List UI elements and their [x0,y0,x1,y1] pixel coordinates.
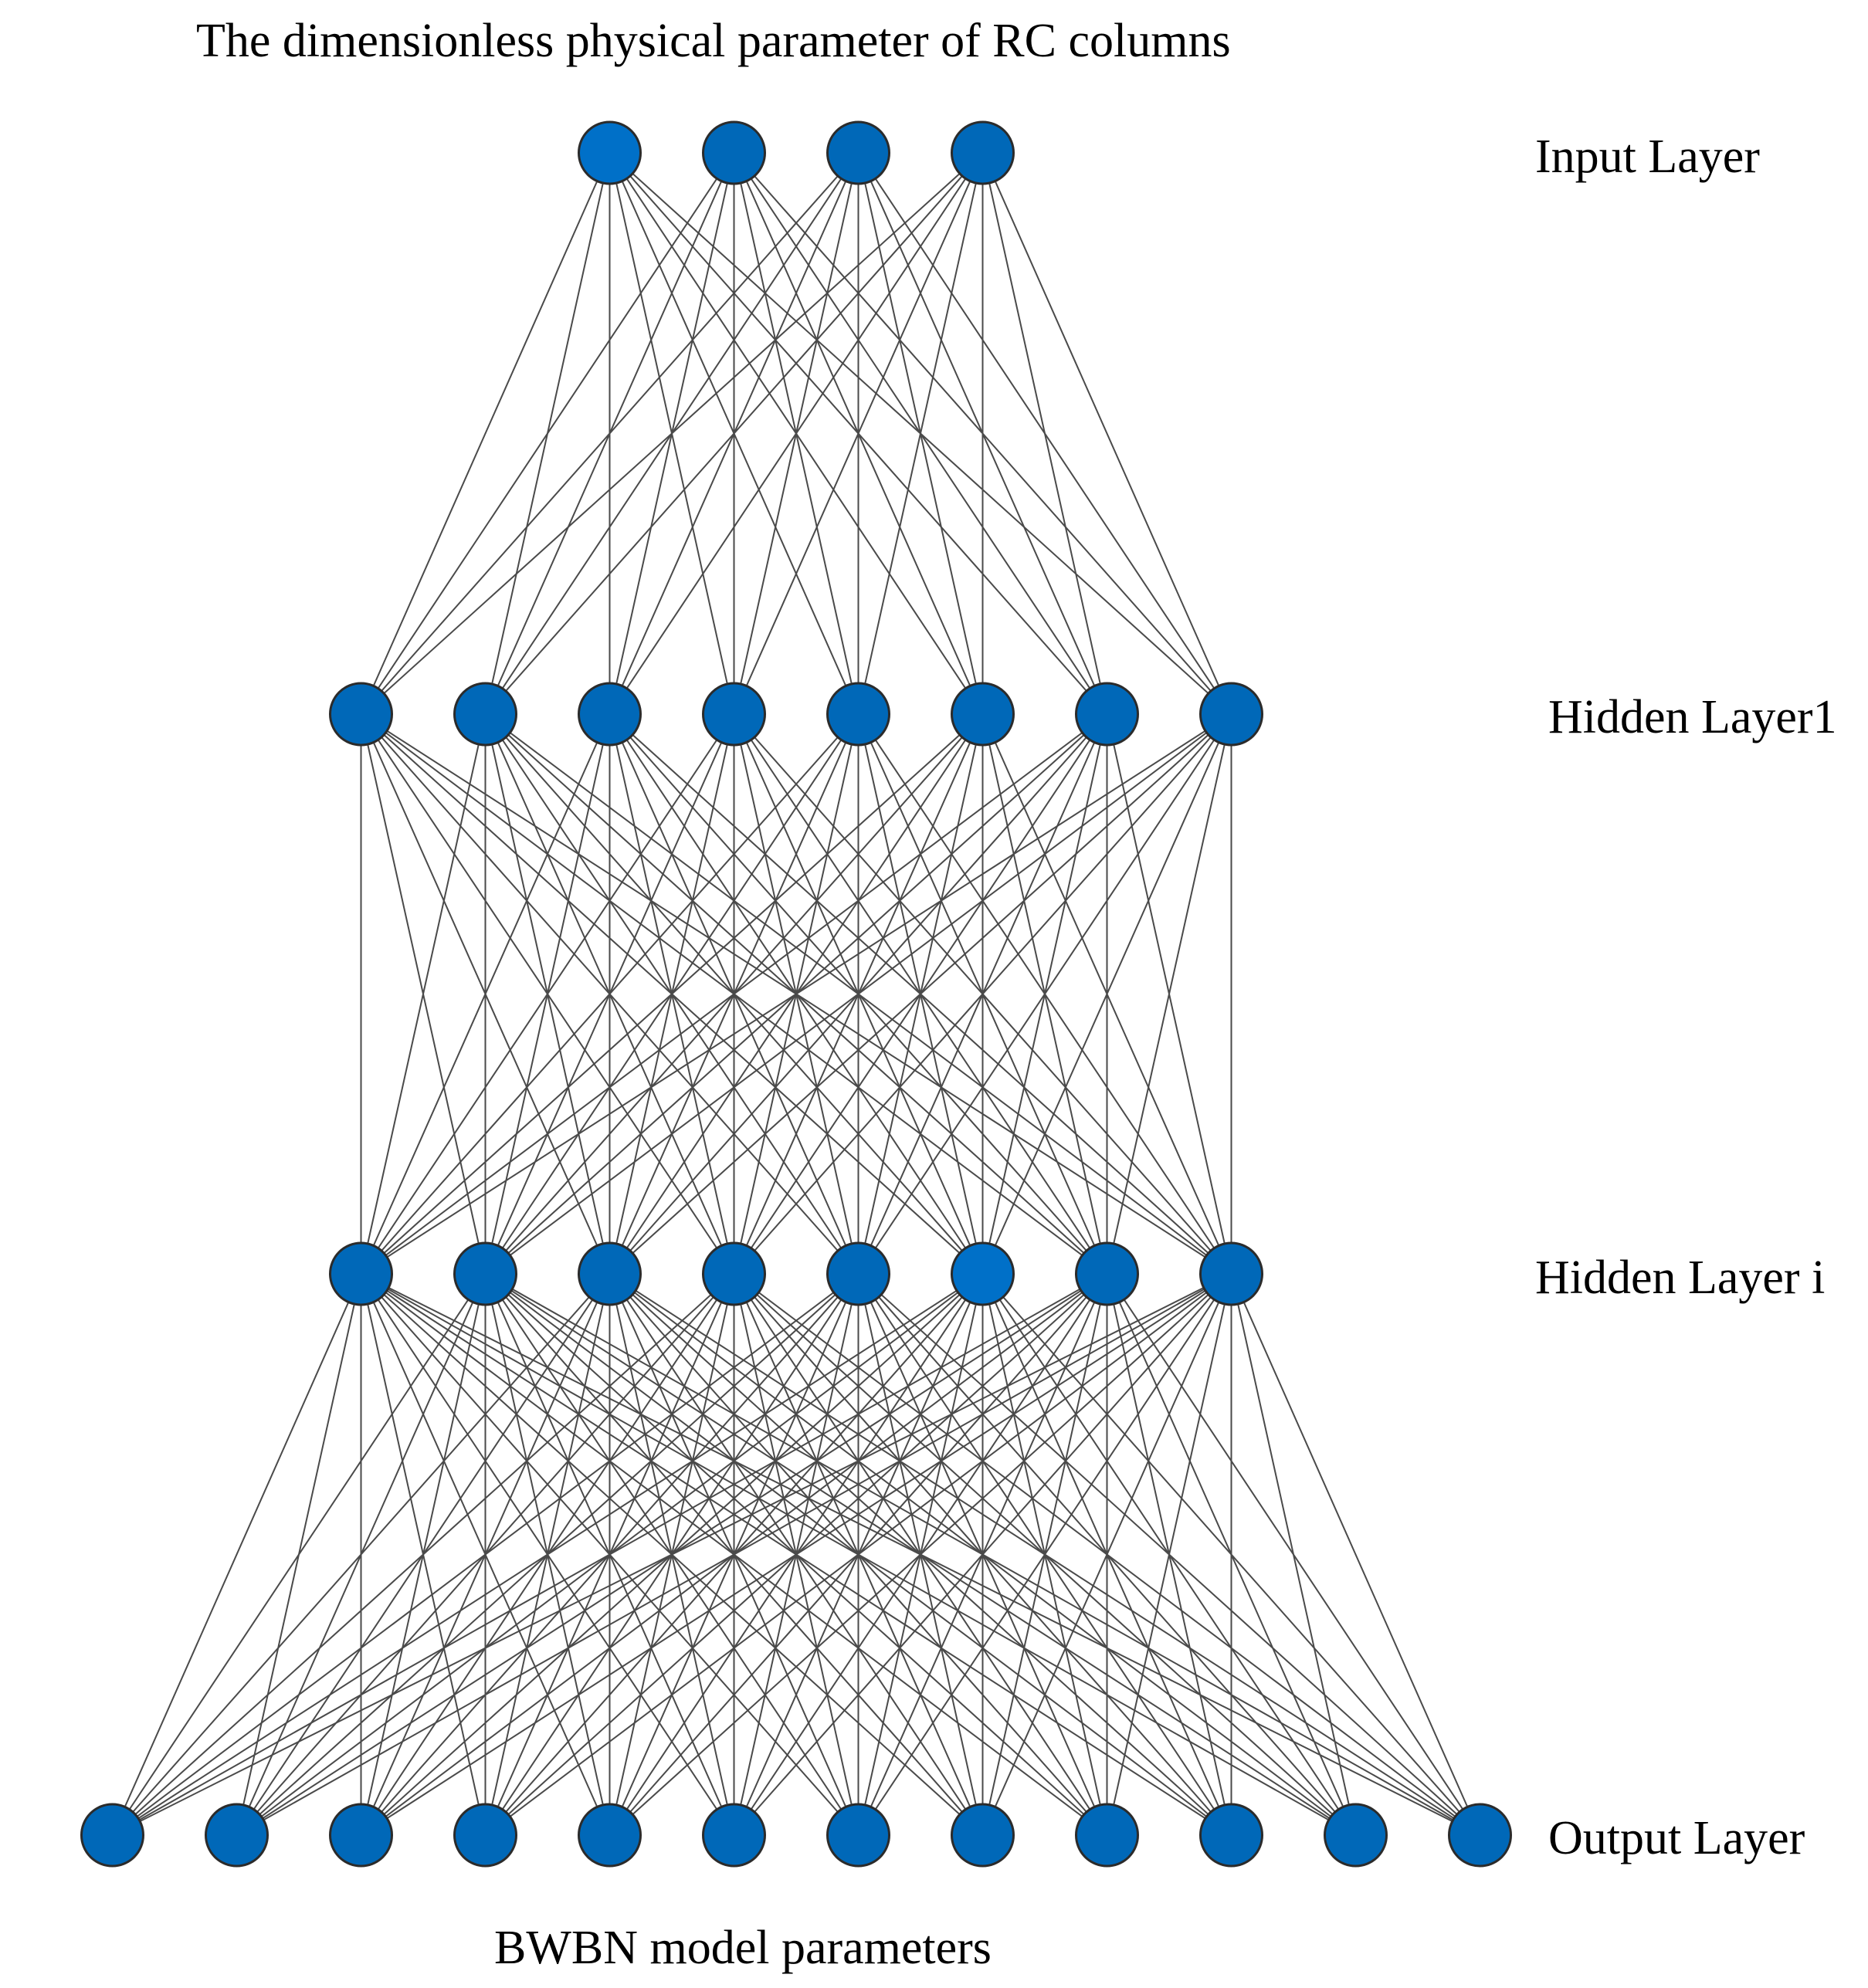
output-layer-node-2 [205,1803,269,1868]
edge-hidden-i-6-to-output-0 [112,1273,1107,1836]
input-layer-label: Input Layer [1535,130,1760,183]
edge-hidden-i-2-to-output-0 [111,1273,611,1836]
edge-hidden-i-7-to-output-0 [112,1273,1232,1836]
edge-hidden-i-7-to-output-6 [857,1273,1232,1836]
edge-hidden-i-0-to-output-0 [111,1273,362,1836]
edge-hidden-1-6-to-hidden-i-0 [360,713,1108,1275]
edge-hidden-1-7-to-hidden-i-0 [360,713,1232,1275]
hidden-i-layer-node-8 [1199,1241,1263,1306]
edge-hidden-1-5-to-hidden-i-0 [360,713,984,1275]
hidden-i-layer-node-1 [329,1241,393,1306]
output-layer-node-3 [329,1803,393,1868]
hidden-i-layer-node-4 [702,1241,766,1306]
input-description: The dimensionless physical parameter of … [196,15,1231,67]
output-layer-node-11 [1324,1803,1388,1868]
edge-hidden-1-7-to-hidden-i-3 [733,713,1232,1275]
hidden-i-layer-node-2 [453,1241,517,1306]
hidden-i-layer-node-3 [578,1241,642,1306]
hidden-i-layer-node-6 [951,1241,1015,1306]
edge-hidden-i-7-to-output-3 [484,1273,1232,1836]
hidden-1-layer-node-1 [329,682,393,747]
output-layer-node-8 [951,1803,1015,1868]
hidden-layer-i-label: Hidden Layer i [1535,1251,1826,1304]
output-layer-node-12 [1448,1803,1512,1868]
edge-input-1-to-hidden-1-0 [360,152,735,715]
output-layer-node-1 [80,1803,144,1868]
edge-hidden-i-7-to-output-7 [981,1273,1232,1836]
edge-hidden-1-7-to-hidden-i-6 [1106,713,1232,1275]
hidden-layer-1-label: Hidden Layer1 [1548,691,1837,743]
edge-hidden-i-5-to-output-0 [111,1273,984,1836]
edge-hidden-1-1-to-hidden-i-0 [360,713,486,1275]
edge-hidden-i-7-to-output-1 [236,1273,1232,1836]
hidden-i-layer-node-7 [1075,1241,1139,1306]
output-description: BWBN model parameters [494,1922,992,1974]
hidden-1-layer-node-3 [578,682,642,747]
hidden-1-layer-node-7 [1075,682,1139,747]
edge-hidden-i-7-to-output-2 [360,1273,1232,1836]
edge-hidden-1-7-to-hidden-i-4 [857,713,1232,1275]
hidden-1-layer-node-5 [826,682,890,747]
edge-input-3-to-hidden-1-4 [857,152,984,715]
edge-hidden-i-1-to-output-0 [111,1273,486,1836]
edge-hidden-1-7-to-hidden-i-1 [484,713,1232,1275]
edge-input-2-to-hidden-1-0 [360,152,859,715]
input-layer-node-3 [826,120,890,185]
hidden-1-layer-node-2 [453,682,517,747]
edge-hidden-1-4-to-hidden-i-0 [360,713,859,1275]
hidden-1-layer-node-6 [951,682,1015,747]
edge-input-3-to-hidden-1-1 [484,152,984,715]
edge-hidden-i-7-to-output-10 [1230,1273,1357,1836]
output-layer-node-6 [702,1803,766,1868]
edge-hidden-1-7-to-hidden-i-2 [609,713,1232,1275]
edge-hidden-i-7-to-output-11 [1230,1273,1481,1836]
edge-input-0-to-hidden-1-0 [360,152,611,715]
input-layer-node-2 [702,120,766,185]
edge-hidden-i-4-to-output-0 [111,1273,859,1836]
hidden-1-layer-node-4 [702,682,766,747]
edge-hidden-1-3-to-hidden-i-0 [360,713,735,1275]
edge-input-3-to-hidden-1-0 [360,152,984,715]
output-layer-label: Output Layer [1548,1812,1805,1864]
input-layer-node-1 [578,120,642,185]
edge-hidden-i-7-to-output-4 [609,1273,1232,1836]
edge-input-3-to-hidden-1-3 [733,152,984,715]
edge-hidden-1-7-to-hidden-i-5 [981,713,1232,1275]
edge-input-3-to-hidden-1-6 [981,152,1108,715]
edge-hidden-i-3-to-output-0 [111,1273,735,1836]
input-layer-node-4 [951,120,1015,185]
edge-hidden-i-7-to-output-5 [733,1273,1232,1836]
output-layer-node-7 [826,1803,890,1868]
edge-hidden-i-7-to-output-8 [1106,1273,1232,1836]
hidden-i-layer-node-5 [826,1241,890,1306]
output-layer-node-5 [578,1803,642,1868]
edge-input-3-to-hidden-1-7 [981,152,1232,715]
edge-input-3-to-hidden-1-2 [609,152,984,715]
hidden-1-layer-node-8 [1199,682,1263,747]
output-layer-node-9 [1075,1803,1139,1868]
edge-hidden-1-2-to-hidden-i-0 [360,713,611,1275]
neuron-nodes [80,120,1512,1868]
connection-lines [111,152,1481,1836]
output-layer-node-4 [453,1803,517,1868]
output-layer-node-10 [1199,1803,1263,1868]
